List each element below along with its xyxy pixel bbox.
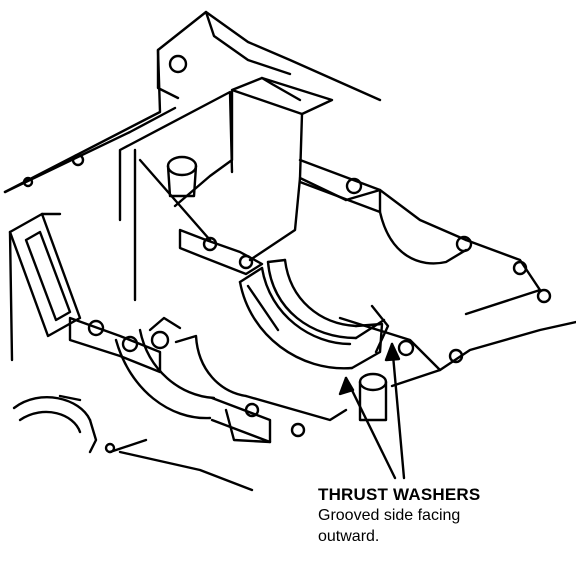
lower-right-bore: [338, 316, 576, 422]
callout-note-line2: outward.: [318, 528, 380, 545]
callout-title: THRUST WASHERS: [318, 485, 481, 504]
left-wall: [8, 212, 82, 362]
crank-bore-fragment: [12, 394, 254, 492]
front-ledge: [68, 228, 264, 374]
thrust-washer-callout: THRUST WASHERS Grooved side facing outwa…: [318, 484, 480, 547]
right-main-saddle: [298, 158, 552, 316]
inner-bulkhead: [118, 90, 234, 302]
main-bearing-cap-center: [230, 76, 468, 262]
left-lower-saddle: [114, 316, 348, 444]
callout-note-line1: Grooved side facing: [318, 507, 461, 524]
callout-leader-lines: [338, 342, 406, 480]
block-flange: [3, 10, 382, 194]
thrust-washers: [238, 258, 390, 370]
